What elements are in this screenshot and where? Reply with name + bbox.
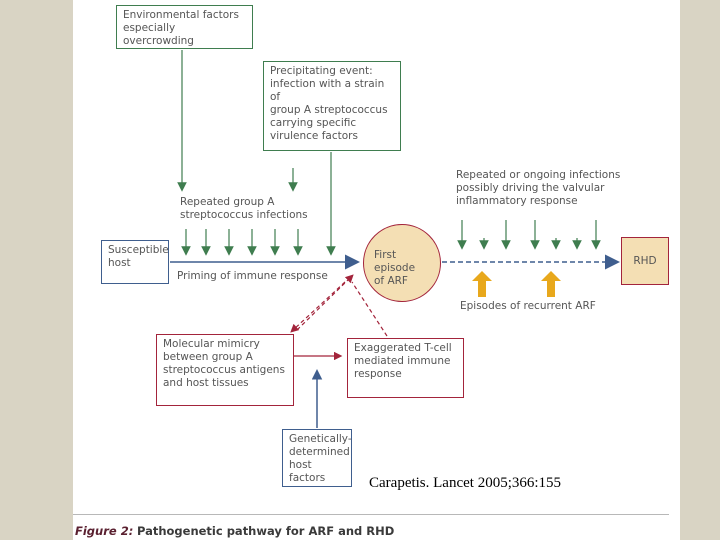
arrow-to-mimicry-dashed: [290, 281, 346, 333]
infection-arrows-left: [181, 229, 303, 256]
caption-rule: [73, 514, 669, 515]
figure-number: Figure 2:: [75, 524, 134, 538]
molecular-mimicry-box: Molecular mimicry between group A strept…: [156, 334, 294, 406]
repeated-gas-label: Repeated group A streptococcus infection…: [180, 196, 308, 221]
genetic-factors-box: Genetically- determined host factors: [282, 429, 352, 487]
priming-label: Priming of immune response: [177, 270, 328, 282]
figure-caption: Figure 2: Pathogenetic pathway for ARF a…: [75, 524, 394, 538]
susceptible-host-box: Susceptible host: [101, 240, 169, 284]
t-cell-response-box: Exaggerated T-cell mediated immune respo…: [347, 338, 464, 398]
citation: Carapetis. Lancet 2005;366:155: [367, 475, 564, 492]
arrow-to-first-episode-dashed: [296, 274, 354, 331]
recurrent-arf-arrows: [472, 271, 561, 297]
infection-arrows-right: [457, 220, 601, 250]
first-episode-arf: First episode of ARF: [363, 224, 441, 302]
precipitating-event-box: Precipitating event: infection with a st…: [263, 61, 401, 151]
figure-title: Pathogenetic pathway for ARF and RHD: [136, 524, 395, 538]
repeated-ongoing-label: Repeated or ongoing infections possibly …: [456, 169, 621, 207]
arrow-tcell-dashed: [351, 281, 388, 337]
environmental-factors-box: Environmental factors especially overcro…: [116, 5, 253, 49]
rhd-box: RHD: [621, 237, 669, 285]
recurrent-arf-label: Episodes of recurrent ARF: [460, 300, 596, 312]
